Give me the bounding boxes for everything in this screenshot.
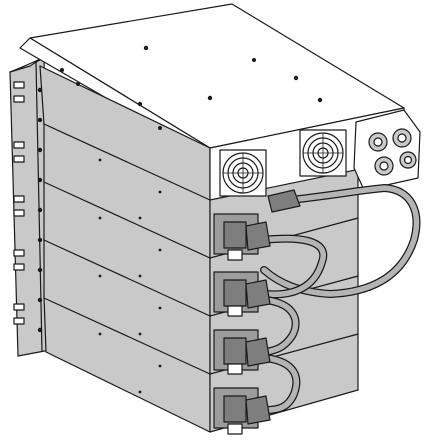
- plug-2: [245, 279, 271, 309]
- cooling-fan-right: [299, 129, 347, 177]
- cable-3: [262, 296, 300, 356]
- plug-3: [245, 337, 271, 367]
- top-screws: [59, 45, 323, 130]
- bracket-slots: [13, 81, 25, 325]
- cable-4: [262, 354, 301, 414]
- cooling-fan-left: [219, 149, 267, 197]
- cable-1: [260, 183, 421, 299]
- battery-connector-2: [213, 271, 259, 317]
- input-terminal-block: [353, 109, 421, 191]
- plug-4: [245, 395, 271, 425]
- plug-1: [245, 221, 271, 251]
- cable-2: [258, 234, 328, 299]
- bracket-screws: [37, 87, 43, 333]
- plug-top: [267, 189, 301, 213]
